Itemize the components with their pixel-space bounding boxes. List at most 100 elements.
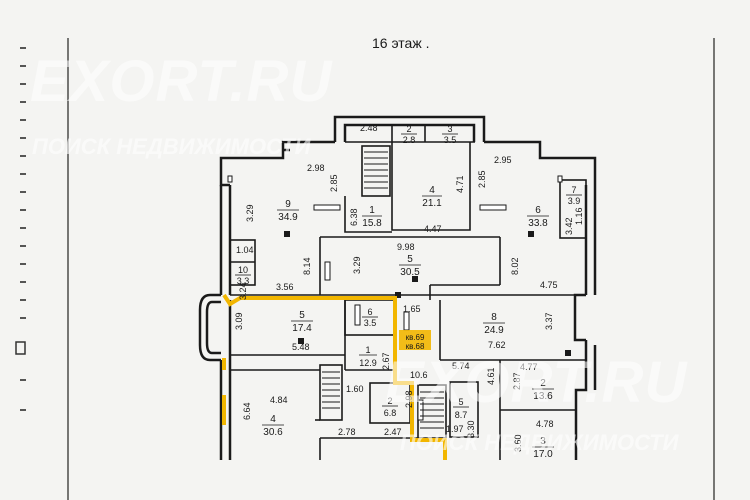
svg-text:30.5: 30.5 [400, 267, 420, 278]
dim-2-98: 2.98 [307, 163, 325, 173]
svg-text:2.8: 2.8 [403, 135, 416, 145]
room-2-right: 213.6 [532, 378, 554, 402]
dim-10-6: 10.6 [410, 370, 428, 380]
dim-8-14: 8.14 [302, 257, 312, 275]
room-6-small: 63.5 [362, 307, 378, 328]
room-labels: 22.8 33.5 421.1 934.9 115.8 633.8 73.9 1… [235, 124, 582, 460]
dim-1-16: 1.16 [574, 207, 584, 225]
dim-3-60: 3.60 [513, 434, 523, 452]
binding-square [15, 341, 26, 355]
svg-text:3.5: 3.5 [364, 318, 377, 328]
room-2-top: 22.8 [401, 124, 417, 145]
dimension-labels: 2.48 2.98 2.85 2.85 2.95 3.29 6.38 4.71 … [234, 123, 584, 452]
room-3-bottom: 317.0 [532, 436, 554, 460]
room-5-left: 517.4 [291, 310, 313, 334]
dim-5-48: 5.48 [292, 342, 310, 352]
svg-text:4: 4 [270, 414, 276, 425]
dim-2-87: 2.87 [512, 372, 522, 390]
dim-4-77: 4.77 [520, 362, 538, 372]
dim-3-56: 3.56 [276, 282, 294, 292]
room-8: 824.9 [483, 312, 505, 336]
apartment-69-label: кв.69 [406, 333, 425, 342]
svg-text:3.3: 3.3 [237, 276, 250, 286]
svg-text:12.9: 12.9 [359, 358, 377, 368]
svg-text:2: 2 [540, 378, 546, 389]
svg-text:17.0: 17.0 [533, 449, 553, 460]
dim-3-37: 3.37 [544, 312, 554, 330]
svg-text:3.5: 3.5 [444, 135, 457, 145]
dim-1-65: 1.65 [403, 304, 421, 314]
watermark-tagline-b: ПОИСК НЕДВИЖИМОСТИ [400, 430, 680, 455]
dim-4-75: 4.75 [540, 280, 558, 290]
dim-2-47: 2.47 [384, 427, 402, 437]
svg-text:2: 2 [406, 124, 411, 134]
room-5-bottom: 58.7 [453, 397, 469, 420]
svg-text:7: 7 [571, 185, 576, 195]
dim-1-04: 1.04 [236, 245, 254, 255]
svg-text:3: 3 [447, 124, 452, 134]
dim-6-64: 6.64 [242, 402, 252, 420]
svg-text:1: 1 [369, 205, 375, 216]
svg-text:5: 5 [299, 310, 305, 321]
dim-4-47: 4.47 [424, 224, 442, 234]
svg-text:33.8: 33.8 [528, 218, 548, 229]
apartment-boundary [222, 293, 447, 460]
svg-text:8: 8 [491, 312, 497, 323]
dim-4-84: 4.84 [270, 395, 288, 405]
watermark-brand-b: EXORT.RU [385, 350, 688, 415]
svg-text:5: 5 [407, 254, 413, 265]
room-1-top: 115.8 [362, 205, 382, 229]
svg-text:2: 2 [387, 396, 392, 406]
stair-steps [322, 151, 444, 429]
svg-text:17.4: 17.4 [292, 323, 312, 334]
svg-text:8.7: 8.7 [455, 410, 468, 420]
svg-text:9: 9 [285, 199, 291, 210]
room-2-bottom: 26.8 [382, 396, 398, 418]
svg-text:3.9: 3.9 [568, 196, 581, 206]
dim-2-95: 2.95 [494, 155, 512, 165]
dim-7-62: 7.62 [488, 340, 506, 350]
dim-2-48: 2.48 [360, 123, 378, 133]
dim-2-85-b: 2.85 [477, 170, 487, 188]
room-4-top: 421.1 [422, 185, 442, 209]
svg-text:3: 3 [540, 436, 546, 447]
room-6-right: 633.8 [527, 205, 549, 229]
room-9: 934.9 [277, 199, 299, 223]
room-7: 73.9 [566, 185, 582, 206]
room-1-mid: 112.9 [359, 345, 377, 368]
svg-text:6: 6 [367, 307, 372, 317]
svg-text:21.1: 21.1 [422, 198, 442, 209]
room-4-bottom: 430.6 [262, 414, 284, 438]
binding-marks [20, 47, 26, 411]
svg-text:15.8: 15.8 [362, 218, 382, 229]
apartment-tag-bg [399, 330, 431, 350]
dim-3-29-b: 3.29 [352, 256, 362, 274]
dim-2-85: 2.85 [329, 174, 339, 192]
dim-3-24: 3.24 [238, 282, 248, 300]
dim-3-29: 3.29 [245, 204, 255, 222]
dim-4-78: 4.78 [536, 419, 554, 429]
svg-text:6: 6 [535, 205, 541, 216]
svg-text:4: 4 [429, 185, 435, 196]
dim-1-97: 1.97 [446, 424, 464, 434]
room-10: 103.3 [235, 265, 251, 286]
svg-text:6.8: 6.8 [384, 408, 397, 418]
svg-text:24.9: 24.9 [484, 325, 504, 336]
watermark-tagline: ПОИСК НЕДВИЖИМОСТИ [32, 134, 312, 159]
dim-4-71: 4.71 [455, 175, 465, 193]
dim-3-42: 3.42 [564, 217, 574, 235]
room-5-mid: 530.5 [399, 254, 421, 278]
dim-1-60: 1.60 [346, 384, 364, 394]
dim-6-38: 6.38 [349, 208, 359, 226]
dim-2-67: 2.67 [381, 352, 391, 370]
svg-text:13.6: 13.6 [533, 391, 553, 402]
svg-text:5: 5 [458, 397, 463, 407]
svg-text:34.9: 34.9 [278, 212, 298, 223]
dim-3-09: 3.09 [234, 312, 244, 330]
dim-4-61: 4.61 [486, 367, 496, 385]
dim-9-98: 9.98 [397, 242, 415, 252]
svg-text:10: 10 [238, 265, 248, 275]
room-3-top: 33.5 [442, 124, 458, 145]
floor-label: 16 этаж . [372, 35, 429, 51]
